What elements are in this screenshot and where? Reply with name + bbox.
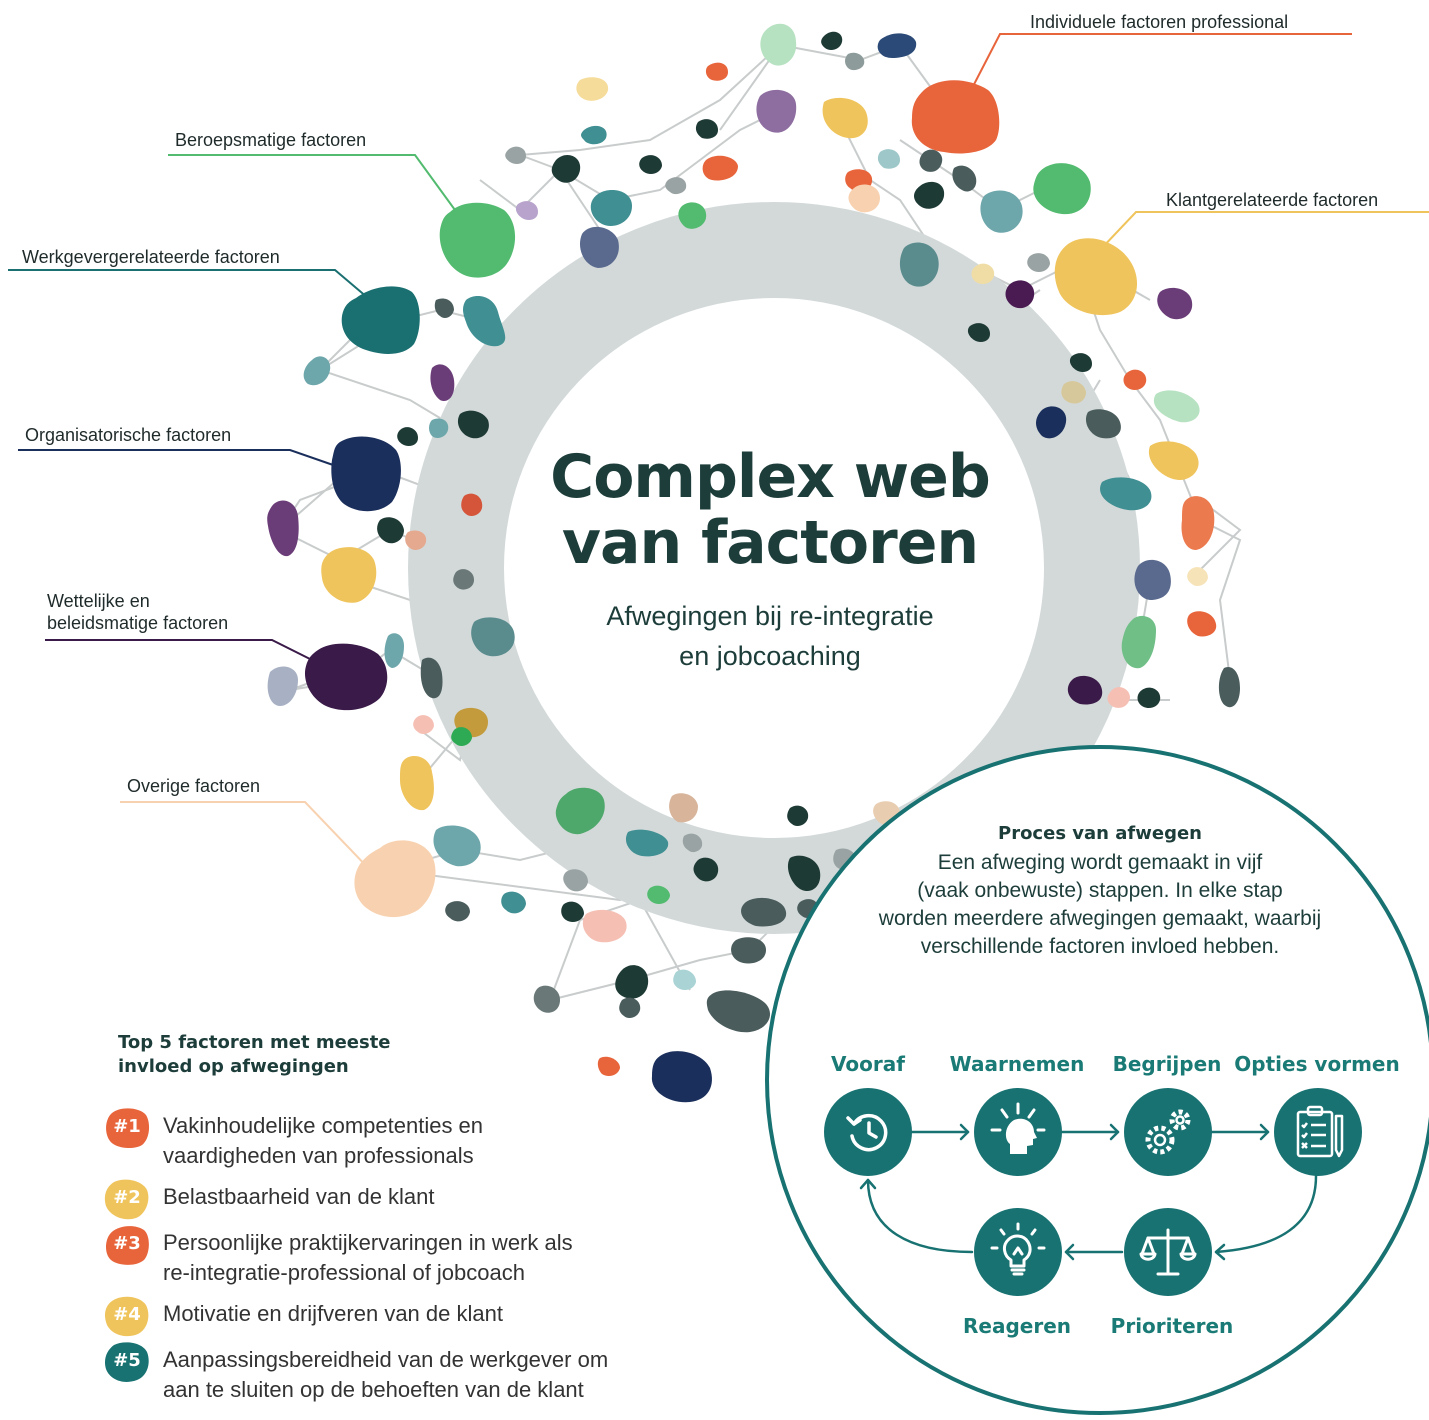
- step-waarnemen: [974, 1088, 1062, 1176]
- top5-item-3-text: Persoonlijke praktijkervaringen in werk …: [163, 1228, 573, 1288]
- label-individuele-factoren: Individuele factoren professional: [1030, 12, 1289, 32]
- process-description: Een afweging wordt gemaakt in vijf (vaak…: [840, 849, 1360, 961]
- rank-badge-5-text: #5: [113, 1350, 141, 1371]
- factor-leader-lines: [8, 33, 1429, 873]
- label-klantgerelateerde-factoren: Klantgerelateerde factoren: [1166, 190, 1379, 210]
- rank-badge-1-text: #1: [113, 1116, 141, 1137]
- central-ring: [408, 202, 1140, 934]
- label-wettelijke-factoren: Wettelijke en beleidsmatige factoren: [47, 590, 228, 634]
- top5-item-5-text: Aanpassingsbereidheid van de werkgever o…: [163, 1345, 608, 1405]
- step-label-opties-vormen: Opties vormen: [1234, 1052, 1400, 1076]
- step-label-reageren: Reageren: [962, 1314, 1071, 1338]
- rank-badge-2-text: #2: [113, 1187, 141, 1208]
- rank-badge-3: #3: [104, 1224, 150, 1266]
- top5-item-2-text: Belastbaarheid van de klant: [163, 1182, 435, 1212]
- balance-scale-icon: [1139, 1228, 1197, 1276]
- label-organisatorische-factoren: Organisatorische factoren: [25, 425, 232, 445]
- label-overige-factoren: Overige factoren: [127, 776, 261, 796]
- head-perceive-icon: [990, 1102, 1046, 1154]
- top5-title: Top 5 factoren met meeste invloed op afw…: [118, 1031, 391, 1079]
- process-desc-line3: worden meerdere afwegingen gemaakt, waar…: [878, 907, 1322, 930]
- top5-item-2-line1: Belastbaarheid van de klant: [163, 1184, 435, 1209]
- step-begrijpen: [1124, 1088, 1212, 1176]
- label-wettelijke-line2: beleidsmatige factoren: [47, 613, 229, 633]
- gears-icon: [1145, 1109, 1191, 1155]
- step-opties-vormen: [1274, 1088, 1362, 1176]
- process-desc-line1: Een afweging wordt gemaakt in vijf: [937, 851, 1263, 874]
- process-arrows: [859, 1123, 1318, 1261]
- step-label-begrijpen: Begrijpen: [1112, 1052, 1222, 1076]
- rank-badge-4: #4: [104, 1295, 150, 1337]
- rank-badge-5: #5: [104, 1341, 150, 1383]
- label-werkgevergerelateerde-factoren: Werkgevergerelateerde factoren: [22, 247, 280, 267]
- step-prioriteren: [1124, 1208, 1212, 1296]
- process-circle: [765, 745, 1429, 1415]
- step-label-prioriteren: Prioriteren: [1110, 1314, 1234, 1338]
- top5-item-1-text: Vakinhoudelijke competenties en vaardigh…: [163, 1111, 483, 1171]
- main-subtitle-line2: en jobcoaching: [679, 641, 861, 671]
- top5-item-5-line2: aan te sluiten op de behoeften van de kl…: [163, 1377, 584, 1402]
- top5-item-4-line1: Motivatie en drijfveren van de klant: [163, 1301, 503, 1326]
- top5-item-4-text: Motivatie en drijfveren van de klant: [163, 1299, 503, 1329]
- rank-badge-3-text: #3: [113, 1233, 141, 1254]
- step-reageren: [974, 1208, 1062, 1296]
- scattered-blobs: [267, 23, 1240, 1103]
- history-clock-icon: [846, 1113, 888, 1152]
- top5-item-1-line2: vaardigheden van professionals: [163, 1143, 474, 1168]
- rank-badge-2: #2: [104, 1178, 150, 1220]
- step-label-waarnemen: Waarnemen: [949, 1052, 1085, 1076]
- main-title: Complex web van factoren: [520, 444, 1020, 576]
- rank-badge-4-text: #4: [113, 1304, 141, 1325]
- top5-item-3-line2: re-integratie-professional of jobcoach: [163, 1260, 525, 1285]
- clipboard-checklist-icon: [1296, 1105, 1344, 1158]
- label-wettelijke-line1: Wettelijke en: [47, 591, 150, 611]
- top5-title-line2: invloed op afwegingen: [118, 1056, 349, 1077]
- step-vooraf: [824, 1088, 912, 1176]
- top5-item-1-line1: Vakinhoudelijke competenties en: [163, 1113, 484, 1138]
- process-heading: Proces van afwegen: [998, 823, 1202, 844]
- label-beroepsmatige-factoren: Beroepsmatige factoren: [175, 130, 367, 150]
- top5-item-5-line1: Aanpassingsbereidheid van de werkgever o…: [163, 1347, 609, 1372]
- main-subtitle-line1: Afwegingen bij re-integratie: [606, 601, 934, 631]
- main-title-line1: Complex web: [550, 442, 991, 512]
- category-blobs: [304, 80, 1138, 918]
- top5-title-line1: Top 5 factoren met meeste: [118, 1032, 391, 1053]
- main-subtitle: Afwegingen bij re-integratie en jobcoach…: [520, 596, 1020, 676]
- rank-badge-1: #1: [104, 1107, 150, 1149]
- process-desc-line2: (vaak onbewuste) stappen. In elke stap: [917, 879, 1283, 902]
- top5-item-3-line1: Persoonlijke praktijkervaringen in werk …: [163, 1230, 573, 1255]
- main-title-line2: van factoren: [561, 508, 979, 578]
- lightbulb-icon: [990, 1222, 1046, 1276]
- step-label-vooraf: Vooraf: [831, 1052, 905, 1076]
- process-desc-line4: verschillende factoren invloed hebben.: [920, 935, 1280, 958]
